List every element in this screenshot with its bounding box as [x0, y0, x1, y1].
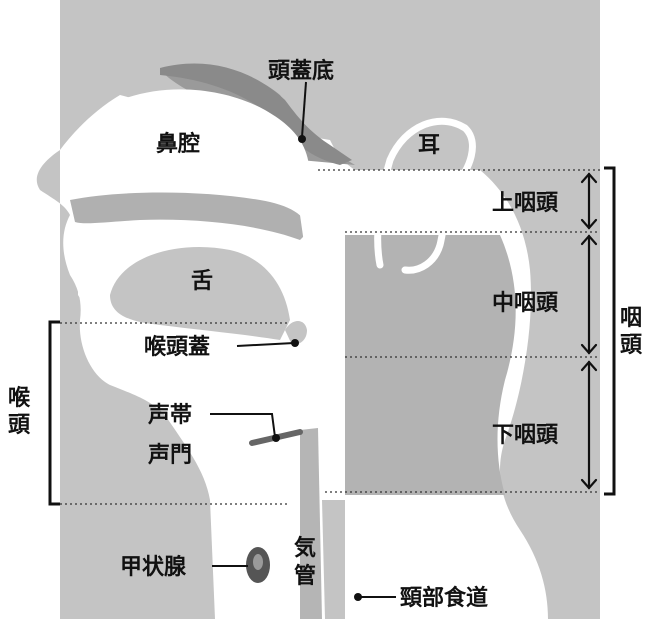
label-larynx-2: 頭	[8, 413, 31, 438]
nasal-cavity-shape	[70, 89, 310, 215]
neck-posterior-tissue	[345, 235, 516, 495]
head-neck-silhouette	[36, 0, 601, 619]
ear-shape	[374, 117, 476, 274]
label-ear: 耳	[418, 133, 440, 158]
epiglottis-shape	[285, 321, 307, 345]
label-nasopharynx: 上咽頭	[492, 191, 559, 216]
label-oropharynx: 中咽頭	[492, 291, 559, 316]
lower-lip	[78, 285, 108, 318]
label-trachea-2: 管	[294, 563, 316, 589]
label-tongue: 舌	[191, 269, 213, 294]
label-glottis: 声門	[147, 443, 192, 468]
leader-lines	[210, 81, 396, 598]
label-cervical-esophagus: 頸部食道	[400, 585, 488, 611]
label-nasal-cavity: 鼻腔	[156, 131, 200, 157]
thyroid-inner	[253, 554, 263, 570]
label-pharynx-2: 頭	[620, 333, 643, 358]
label-larynx-1: 喉	[8, 385, 31, 411]
pharynx-airway	[283, 170, 345, 500]
leader-dots	[272, 135, 362, 601]
dotted-guides	[60, 169, 600, 505]
label-pharynx-1: 咽	[620, 306, 642, 331]
tongue-shape	[110, 247, 290, 340]
palate	[70, 192, 310, 240]
lips	[70, 222, 100, 260]
trachea-wall	[300, 428, 322, 619]
pharynx-bracket	[604, 166, 616, 496]
larynx-airway	[245, 425, 305, 619]
label-hypopharynx: 下咽頭	[492, 423, 559, 448]
larynx-bracket	[48, 320, 60, 506]
label-skull-base: 頭蓋底	[268, 58, 334, 84]
label-vocal-cords: 声帯	[147, 402, 192, 428]
label-thyroid: 甲状腺	[120, 555, 187, 580]
esophagus-tube	[322, 500, 345, 619]
label-epiglottis: 喉頭蓋	[144, 334, 210, 360]
label-trachea-1: 気	[294, 535, 316, 561]
range-arrows	[580, 172, 598, 490]
